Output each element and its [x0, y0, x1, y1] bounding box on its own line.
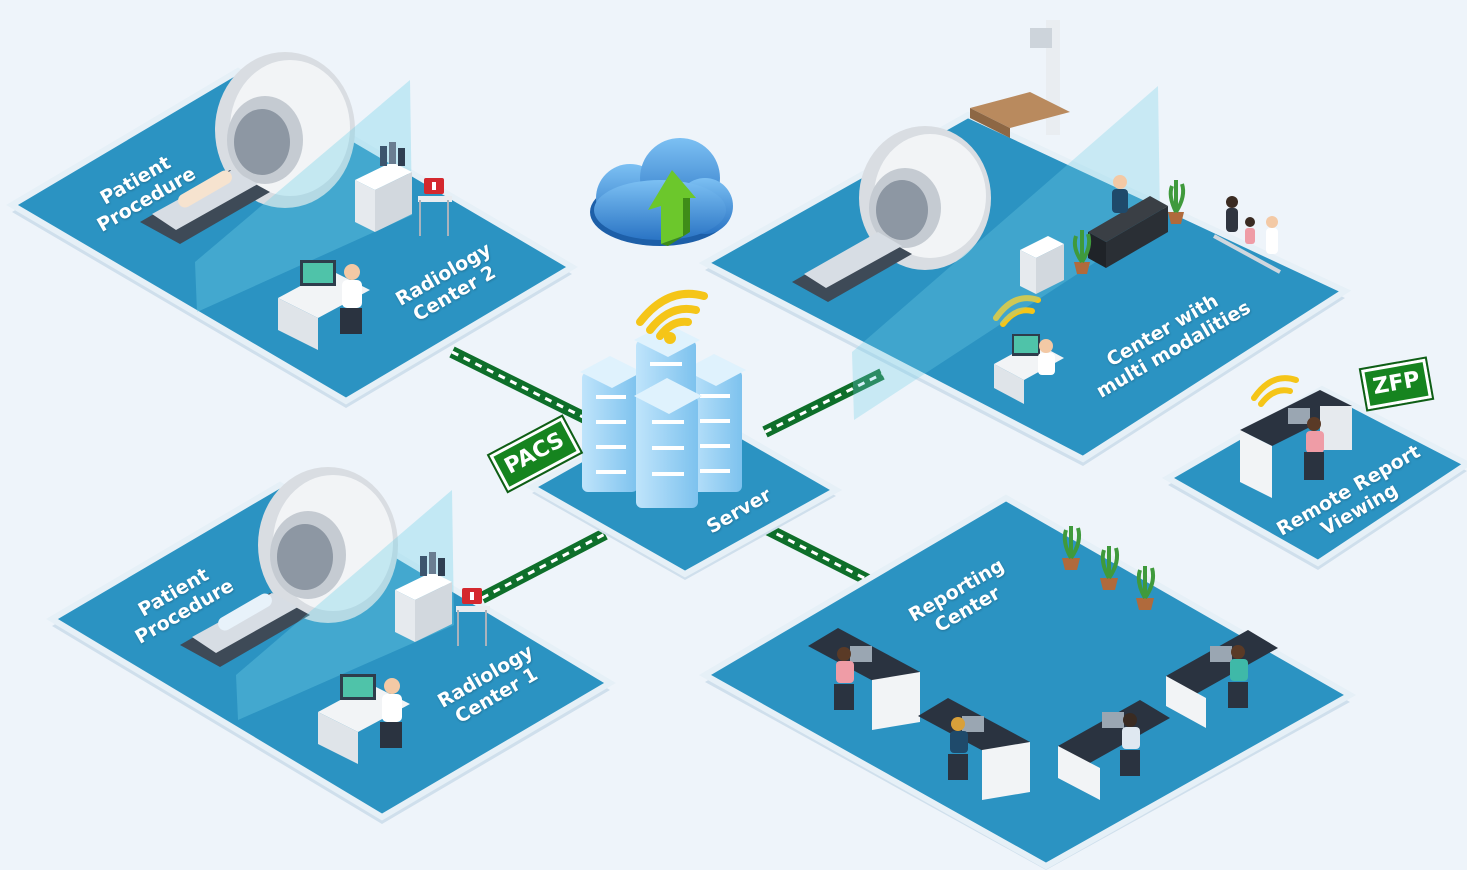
mri-scanner-icon [180, 467, 398, 667]
wifi-icon [1251, 375, 1299, 407]
plant-icon [1168, 180, 1186, 224]
glass-partition [236, 490, 454, 720]
workstation-icon [808, 628, 920, 730]
workstation-icon [278, 260, 370, 350]
workstation-icon [1058, 700, 1170, 800]
plant-icon [1100, 546, 1120, 590]
cabinet-icon [1020, 236, 1064, 294]
workstation-icon [318, 674, 410, 764]
link-rc1-server [479, 528, 608, 604]
waiting-family-icon [1213, 196, 1281, 274]
link-multi-server [762, 368, 885, 438]
plant-icon [1072, 230, 1092, 274]
workstation-icon [994, 334, 1064, 404]
workstation-icon [918, 698, 1030, 800]
mri-scanner-icon [140, 52, 355, 244]
wifi-icon [993, 295, 1041, 327]
workstation-icon [1240, 390, 1352, 498]
plant-icon [1136, 566, 1156, 610]
cabinet-icon [395, 552, 452, 642]
wifi-dot [664, 332, 676, 344]
medical-cart-icon [456, 588, 490, 646]
mri-scanner-icon [792, 126, 991, 302]
plant-icon [1062, 526, 1082, 570]
cabinet-icon [355, 142, 412, 232]
glass-partition [195, 80, 412, 312]
x-ray-machine-icon [970, 20, 1070, 138]
wifi-icon [636, 289, 708, 340]
platform-radiology-center-1 [46, 481, 616, 824]
platform-radiology-center-2 [6, 67, 578, 408]
medical-cart-icon [418, 178, 452, 236]
server-rack-icon [580, 323, 746, 508]
link-reporting-server [762, 522, 871, 586]
platform-reporting [698, 494, 1357, 870]
link-rc2-server [449, 346, 588, 424]
cloud-upload-icon [590, 138, 733, 246]
reception-desk-icon [1088, 175, 1168, 268]
glass-partition [852, 86, 1160, 420]
network-links [449, 346, 885, 604]
workstation-icon [1166, 630, 1278, 728]
